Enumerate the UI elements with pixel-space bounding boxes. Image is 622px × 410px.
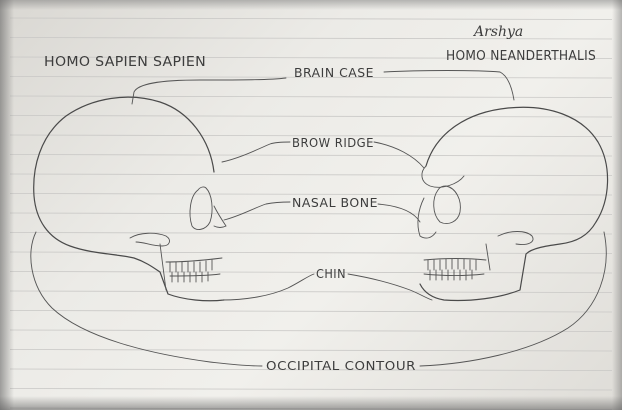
ruled-line [10,174,612,176]
nasal-bone-label: NASAL BONE [292,196,378,210]
left-species-heading: HOMO SAPIEN SAPIEN [44,54,206,70]
connector-lines [31,71,606,367]
ruled-line [10,408,612,410]
occipital-connector-right [420,232,606,366]
sapiens-cheekbone [130,233,169,246]
brow-ridge-connector-left [222,142,290,162]
sapiens-nasal-cavity [214,206,226,228]
sapiens-jaw [160,244,222,290]
ruled-line [10,291,612,293]
sapiens-upper-teeth [170,260,212,272]
neanderthal-brow-ridge [422,166,464,187]
ruled-line [10,330,612,332]
ruled-line [10,116,612,118]
sapiens-eye-socket [190,187,212,230]
ruled-line [10,311,612,313]
ruled-line [10,96,612,98]
chin-connector-right [348,274,432,300]
chin-label: CHIN [316,267,346,281]
ruled-line [10,213,612,215]
brow-ridge-label: BROW RIDGE [292,136,374,150]
neanderthal-lower-teeth [430,270,472,280]
occipital-contour-label: OCCIPITAL CONTOUR [266,359,416,373]
ruled-line [10,389,612,391]
ruled-line [10,350,612,352]
sapiens-cranium-outline [34,97,224,301]
neanderthal-eye-socket [434,186,461,224]
sapiens-lower-teeth [172,272,208,282]
ruled-line [10,233,612,235]
ruled-line [10,194,612,196]
ruled-line [10,18,612,20]
author-signature: Arshya [472,24,523,40]
homo-sapiens-skull [34,97,226,301]
brain-case-connector-right [384,71,514,101]
ruled-line [10,155,612,157]
brow-ridge-connector-right [374,142,424,168]
neanderthal-upper-teeth [428,259,476,270]
nasal-bone-connector-left [224,202,290,220]
brain-case-label: BRAIN CASE [294,66,374,80]
ruled-line [10,272,612,274]
right-species-heading: HOMO NEANDERTHALIS [446,48,596,64]
nasal-bone-connector-right [378,204,420,222]
chin-connector-left [222,274,314,300]
